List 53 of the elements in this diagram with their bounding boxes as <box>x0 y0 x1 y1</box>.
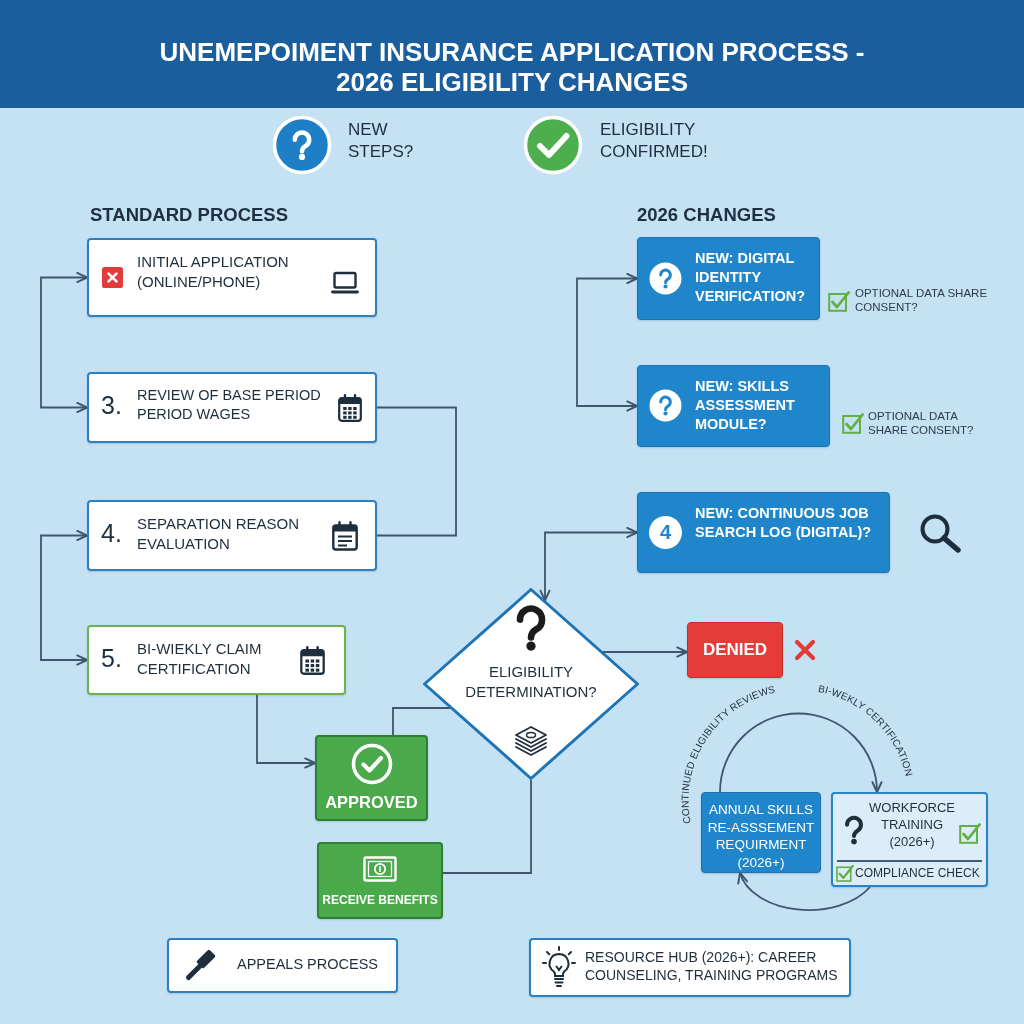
step-label: REVIEW OF BASE PERIOD PERIOD WAGES <box>137 386 322 424</box>
step-label: RECEIVE BENEFITS <box>321 893 439 909</box>
legend-text: NEW STEPS? <box>348 119 415 163</box>
arrow <box>256 694 316 769</box>
requirement-box <box>701 792 821 873</box>
benefits-box <box>317 842 443 919</box>
step-label: BI-WIEKLY CLAIM CERTIFICATION <box>137 639 263 678</box>
arrow <box>738 872 871 911</box>
connector-line <box>442 779 532 874</box>
section-heading: STANDARD PROCESS <box>90 203 289 227</box>
process-box <box>87 500 377 571</box>
arrow <box>576 272 638 412</box>
process-box <box>87 625 346 695</box>
step-label: INITIAL APPLICATION (ONLINE/PHONE) <box>137 252 290 291</box>
step-number: 4 <box>649 516 682 549</box>
step-label: ANNUAL SKILLS RE-ASSSEMENT REQUIRMENT (2026+) <box>707 801 815 872</box>
denied-box <box>687 622 783 678</box>
process-box <box>167 938 398 993</box>
arrow <box>539 527 638 602</box>
arrow <box>40 530 88 666</box>
note-text: OPTIONAL DATA SHARE CONSENT? <box>855 286 989 315</box>
step-label: COMPLIANCE CHECK <box>855 866 981 882</box>
new-step-box <box>637 365 830 447</box>
step-label: WORKFORCE TRAINING (2026+) <box>868 800 956 851</box>
step-label: APPEALS PROCESS <box>237 955 380 974</box>
new-step-box <box>637 492 890 573</box>
legend-text: ELIGIBILITY CONFIRMED! <box>600 119 709 163</box>
new-step-box <box>637 237 820 320</box>
step-number: 4. <box>101 518 123 549</box>
info-box <box>529 938 851 997</box>
step-number: 5. <box>101 643 123 674</box>
process-box <box>87 238 377 317</box>
arrow <box>40 271 88 414</box>
training-box <box>831 792 988 887</box>
step-label: NEW: DIGITAL IDENTITY VERIFICATION? <box>695 249 807 306</box>
approved-box <box>315 735 428 821</box>
arrow <box>602 646 688 658</box>
process-box <box>87 372 377 443</box>
step-label: APPROVED <box>324 792 419 813</box>
step-label: RESOURCE HUB (2026+): CAREER COUNSELING, TRAINING PROGRAMS <box>585 948 839 985</box>
connector-line <box>376 406 457 537</box>
title: UNEMEPOIMENT INSURANCE APPLICATION PROCESS - 2026 ELIGIBILITY CHANGES <box>158 37 866 97</box>
note-text: OPTIONAL DATA SHARE CONSENT? <box>868 409 975 438</box>
step-label: ELIGIBILITY DETERMINATION? <box>464 662 598 701</box>
arrow <box>719 712 882 793</box>
section-heading: 2026 CHANGES <box>637 203 776 227</box>
step-label: DENIED <box>702 639 768 661</box>
step-label: NEW: CONTINUOUS JOB SEARCH LOG (DIGITAL)? <box>695 504 873 542</box>
connector-line <box>392 707 451 736</box>
decision-diamond <box>423 588 639 780</box>
step-label: NEW: SKILLS ASSESSMENT MODULE? <box>695 377 796 434</box>
step-number: 3. <box>101 390 123 421</box>
step-label: SEPARATION REASON EVALUATION <box>137 514 300 553</box>
